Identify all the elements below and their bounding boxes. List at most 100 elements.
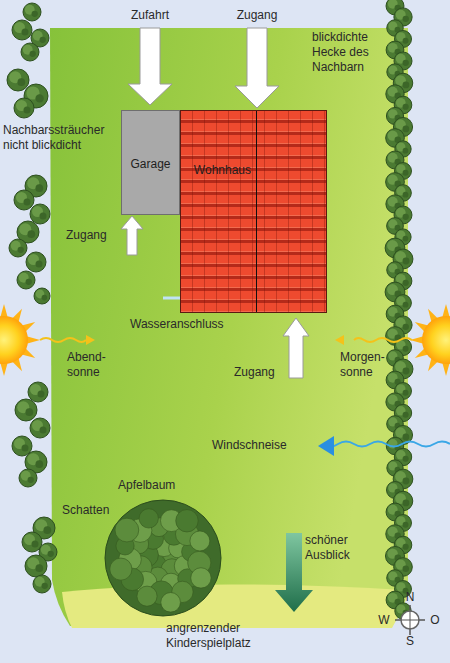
- tree-leaves: [190, 531, 210, 551]
- bush-shade: [24, 199, 31, 206]
- bush-shade: [403, 346, 409, 352]
- bush-shade: [403, 500, 410, 507]
- playground-label: angrenzender Kinderspielplatz: [166, 621, 286, 651]
- bush-shade: [17, 78, 25, 86]
- bush-shade: [26, 279, 32, 285]
- bush-shade: [403, 170, 409, 176]
- access-label: Zugang: [225, 8, 289, 23]
- sun-ray-arrow: [354, 338, 412, 342]
- bush: [21, 43, 39, 61]
- tree-leaves: [139, 509, 158, 528]
- tree-label: Apfelbaum: [118, 478, 198, 493]
- wind-arrow: [318, 436, 334, 456]
- bush-shade: [403, 60, 409, 66]
- bush-shade: [28, 477, 34, 483]
- bush-shade: [403, 324, 409, 330]
- bush-shade: [35, 460, 43, 468]
- bush: [23, 3, 41, 21]
- bush-shade: [403, 368, 410, 375]
- bush: [30, 418, 50, 438]
- bush-shade: [403, 192, 409, 198]
- shrub-note: Nachbarssträucher nicht blickdicht: [3, 123, 118, 153]
- bush: [28, 382, 48, 402]
- bush: [14, 190, 34, 210]
- bush: [33, 575, 51, 593]
- access-arrow: [121, 216, 143, 255]
- compass-letter: N: [402, 590, 418, 605]
- ridge-line: [256, 111, 257, 312]
- bush-shade: [403, 280, 409, 286]
- bush-shade: [403, 104, 409, 110]
- bush-shade: [38, 391, 45, 398]
- bush-shade: [403, 82, 410, 89]
- wind-arrow: [330, 442, 450, 447]
- tree-leaves: [161, 593, 181, 613]
- bush-shade: [32, 541, 39, 548]
- bush-shade: [18, 247, 24, 253]
- bush-shade: [403, 236, 409, 242]
- bush-shade: [403, 258, 410, 265]
- bush-shade: [403, 16, 409, 22]
- bush-shade: [40, 427, 47, 434]
- bush: [26, 252, 46, 272]
- bush-shade: [35, 184, 43, 192]
- bush-shade: [30, 51, 36, 57]
- sun-label: Abend- sonne: [67, 350, 117, 380]
- bush-shade: [403, 478, 410, 485]
- access-label: Zugang: [66, 228, 120, 243]
- bush-shade: [403, 544, 409, 550]
- bush-shade: [24, 107, 31, 114]
- tree-crown: [105, 500, 221, 616]
- tree-leaves: [176, 510, 198, 532]
- bush: [34, 288, 50, 304]
- bush-shade: [40, 213, 47, 220]
- bush-shade: [403, 126, 410, 133]
- bush-shade: [403, 302, 409, 308]
- access-arrow: [235, 28, 279, 108]
- house-roof: Wohnhaus: [180, 110, 327, 313]
- sun: [0, 316, 28, 364]
- hedge-note: blickdichte Hecke des Nachbarn: [312, 30, 392, 75]
- bush: [17, 271, 35, 289]
- bush: [19, 469, 37, 487]
- bush-shade: [32, 11, 38, 17]
- bush-shade: [35, 94, 43, 102]
- sun-label: Morgen- sonne: [340, 350, 392, 380]
- bush-shade: [43, 526, 51, 534]
- sun-ray-arrow: [40, 338, 86, 342]
- bush-shade: [36, 261, 43, 268]
- tree-leaves: [191, 568, 211, 588]
- bush: [12, 20, 32, 40]
- tree-leaves: [110, 558, 132, 580]
- bush-shade: [403, 412, 409, 418]
- water-label: Wasseranschluss: [130, 317, 240, 332]
- access-arrow: [128, 28, 172, 105]
- bush-shade: [403, 214, 409, 220]
- water-pipe: [163, 297, 180, 300]
- node-label: Wohnhaus: [194, 163, 251, 178]
- compass-letter: W: [377, 613, 391, 628]
- bush-shade: [42, 295, 48, 301]
- bush: [15, 399, 37, 421]
- bush-shade: [403, 434, 410, 441]
- view-label: schöner Ausblick: [305, 533, 365, 563]
- bush: [9, 239, 27, 257]
- tree-leaves: [137, 586, 157, 606]
- node-label: Garage: [130, 157, 170, 172]
- bush: [30, 204, 50, 224]
- hedges: [7, 0, 413, 619]
- bush-shade: [403, 456, 409, 462]
- sun-ray-arrow: [335, 335, 344, 345]
- bush-shade: [22, 29, 29, 36]
- bush-shade: [403, 148, 409, 154]
- bush: [25, 555, 47, 577]
- garage-box: Garage: [121, 110, 180, 215]
- bush-shade: [403, 566, 410, 573]
- wind-label: Windschneise: [212, 438, 312, 453]
- apple-tree: [105, 500, 221, 616]
- bush-shade: [48, 551, 54, 557]
- shade-label: Schatten: [62, 503, 122, 518]
- bush: [14, 98, 34, 118]
- bush-shade: [40, 37, 46, 43]
